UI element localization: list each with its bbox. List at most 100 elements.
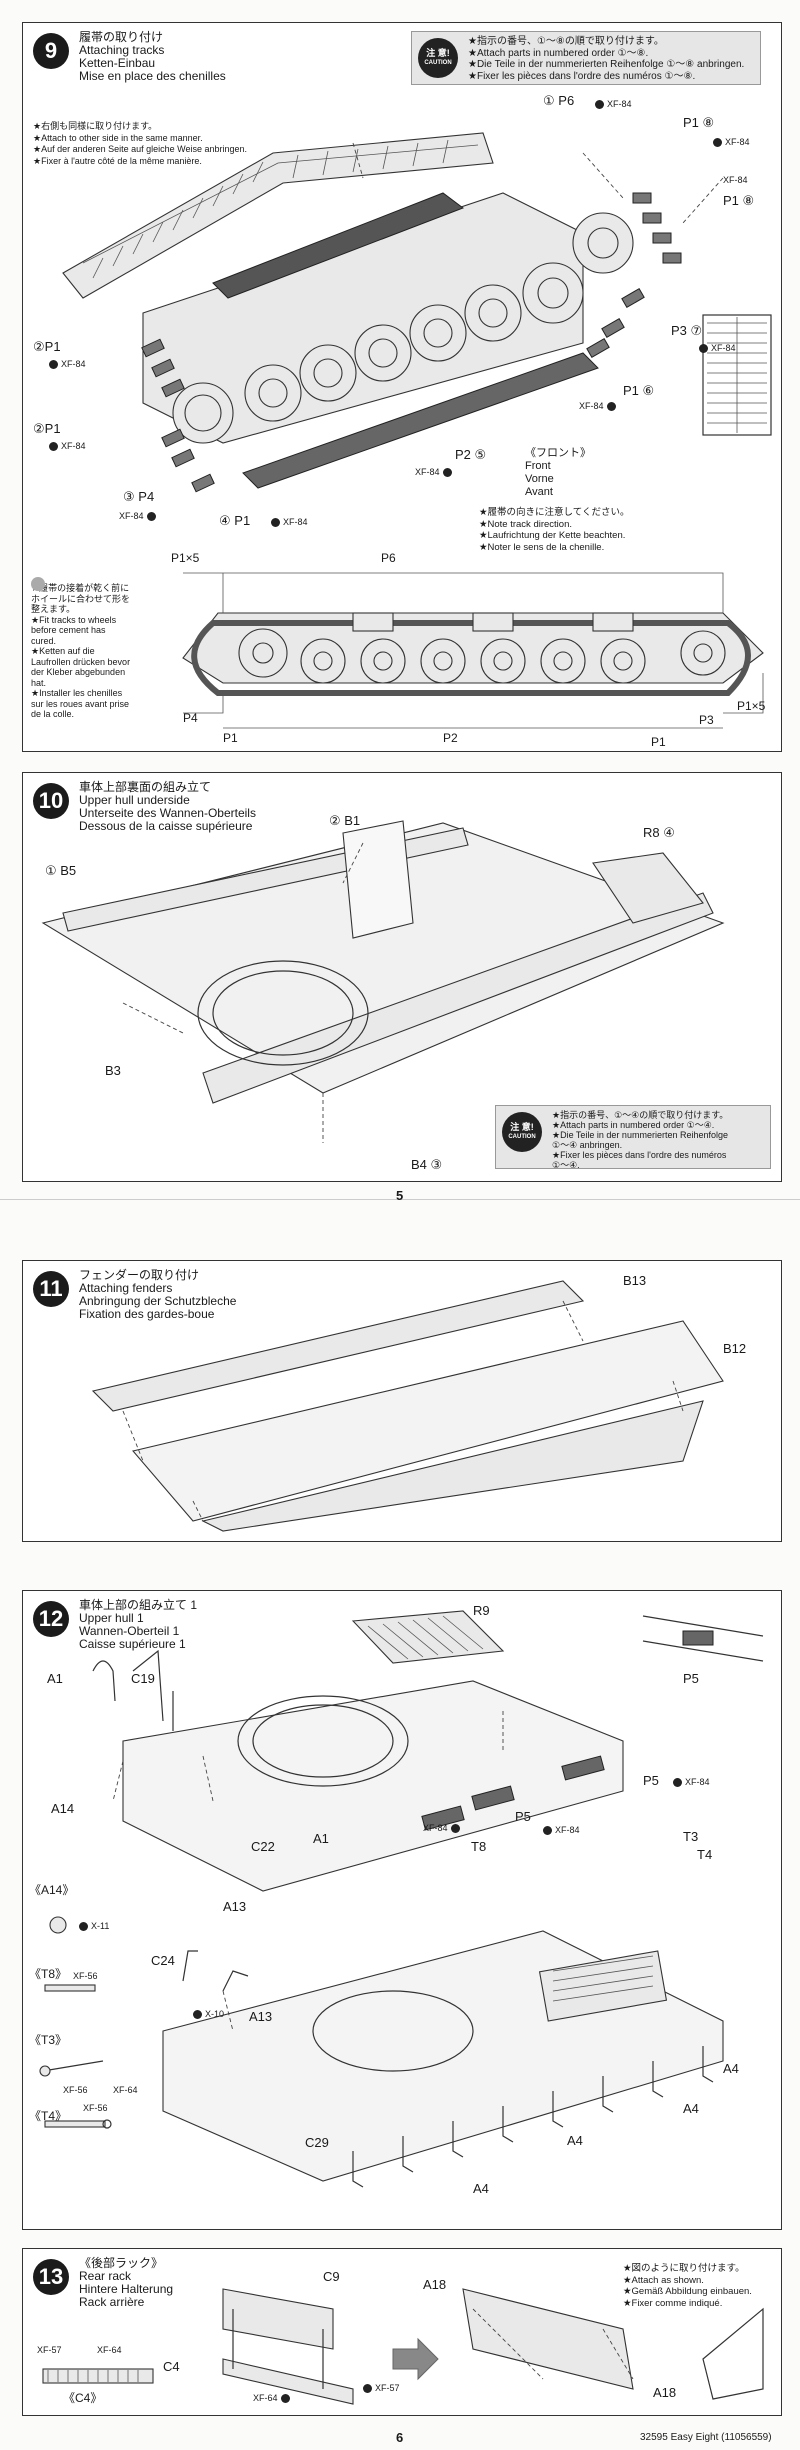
caution-icon: 注 意!CAUTION xyxy=(502,1112,542,1152)
label-c19: C19 xyxy=(131,1671,155,1686)
label-p1-side2: P1 xyxy=(651,735,666,749)
paint-callout: XF-84 xyxy=(119,511,156,521)
instruction-page-5: 9 履帯の取り付け Attaching tracks Ketten-Einbau… xyxy=(0,0,800,1203)
track-assembly-diagram xyxy=(62,132,772,493)
caution-box: 注 意!CAUTION ★指示の番号、①～④の順で取り付けます。★Attach … xyxy=(495,1105,771,1170)
paint-callout: XF-56 xyxy=(83,2103,108,2113)
label-a18: A18 xyxy=(423,2277,447,2292)
paint-dot-icon xyxy=(595,99,604,109)
label-a1: A1 xyxy=(47,1671,63,1686)
paint-dot-icon xyxy=(442,467,452,477)
gray-dot-icon xyxy=(31,577,45,591)
paint-callout: XF-84 xyxy=(49,441,86,451)
paint-callout: X-10 xyxy=(193,2009,224,2019)
label-p4-side: P4 xyxy=(183,711,198,725)
paint-dot-icon xyxy=(363,2383,372,2393)
caution-icon: 注 意!CAUTION xyxy=(418,38,458,78)
label-p6-side: P6 xyxy=(381,551,396,565)
label-p5-inset: P5 xyxy=(683,1671,699,1686)
paint-dot-icon xyxy=(146,511,156,521)
label-c29: C29 xyxy=(305,2135,329,2150)
page-number: 5 xyxy=(396,1188,404,1203)
direction-note: ★履帯の向きに注意してください。 ★Note track direction. … xyxy=(479,507,630,553)
caution-box: 注 意!CAUTION ★指示の番号、①～⑧の順で取り付けます。 ★Attach… xyxy=(411,31,761,85)
page-number: 6 xyxy=(396,2430,404,2445)
label-p4-3: ③ P4 xyxy=(123,489,155,504)
paint-dot-icon xyxy=(606,401,616,411)
label-a4d: A4 xyxy=(473,2181,489,2196)
label-a14: A14 xyxy=(51,1801,75,1816)
front-label: 《フロント》 Front Vorne Avant xyxy=(525,447,591,498)
paint-callout: XF-84 xyxy=(713,137,750,147)
instruction-page-6: 11 フェンダーの取り付け Attaching fenders Anbringu… xyxy=(0,1200,800,2450)
label-p6-1: ① P6 xyxy=(543,93,575,108)
paint-callout: XF-84 xyxy=(699,343,736,353)
footer-code: 32595 Easy Eight (11056559) xyxy=(640,2432,772,2443)
paint-dot-icon xyxy=(673,1777,682,1787)
label-p2-side: P2 xyxy=(443,731,458,745)
step-number: 11 xyxy=(33,1271,69,1307)
label-t4: T4 xyxy=(697,1847,713,1862)
label-t3: T3 xyxy=(683,1829,699,1844)
label-r8: R8 ④ xyxy=(643,825,675,840)
paint-callout: XF-84 xyxy=(543,1825,580,1835)
label-a1b: A1 xyxy=(313,1831,329,1846)
paint-dot-icon xyxy=(49,441,58,451)
fenders-diagram xyxy=(91,1280,724,1532)
paint-dot-icon xyxy=(49,359,58,369)
inset-t4: 《T4》 xyxy=(29,2109,68,2123)
paint-callout: XF-84 xyxy=(673,1777,710,1787)
paint-callout: XF-56 xyxy=(63,2085,88,2095)
label-b13: B13 xyxy=(623,1273,647,1288)
paint-callout: XF-84 xyxy=(415,467,452,477)
paint-callout: XF-84 xyxy=(423,1823,460,1833)
paint-dot-icon xyxy=(79,1921,88,1931)
label-p1-2b: ②P1 xyxy=(33,421,61,436)
step-title: 《後部ラック》 Rear rack Hintere Halterung Rack… xyxy=(79,2256,174,2309)
paint-callout: XF-64 xyxy=(253,2393,290,2403)
label-r9: R9 xyxy=(473,1603,490,1618)
step-9-panel: 9 履帯の取り付け Attaching tracks Ketten-Einbau… xyxy=(22,22,782,752)
label-a4b: A4 xyxy=(683,2101,699,2116)
label-b3: B3 xyxy=(105,1063,121,1078)
step-13-panel: 13 《後部ラック》 Rear rack Hintere Halterung R… xyxy=(22,2248,782,2416)
label-b4: B4 ③ xyxy=(411,1157,443,1172)
label-p1x5b: P1×5 xyxy=(737,699,766,713)
label-p3-side: P3 xyxy=(699,713,714,727)
label-p1-8b: P1 ⑧ xyxy=(723,193,755,208)
paint-callout: XF-56 xyxy=(73,1971,98,1981)
paint-dot-icon xyxy=(271,517,280,527)
upper-hull-diagram xyxy=(39,1610,764,2188)
paint-dot-icon xyxy=(450,1823,460,1833)
step-number: 10 xyxy=(33,783,69,819)
inset-a14: 《A14》 xyxy=(29,1883,75,1897)
paint-callout: XF-84 xyxy=(595,99,632,109)
step-number: 13 xyxy=(33,2259,69,2295)
paint-callout: XF-84 xyxy=(723,175,748,185)
label-p3-7: P3 ⑦ xyxy=(671,323,703,338)
glue-note: ★履帯の接着が乾く前にホイールに合わせて形を整えます。 ★Fit tracks … xyxy=(31,577,161,720)
paint-callout: X-11 xyxy=(79,1921,109,1931)
label-p1-2a: ②P1 xyxy=(33,339,61,354)
paint-dot-icon xyxy=(543,1825,552,1835)
step-number: 9 xyxy=(33,33,69,69)
side-note: ★右側も同様に取り付けます。 ★Attach to other side in … xyxy=(33,121,248,166)
paint-callout: XF-84 xyxy=(579,401,616,411)
inset-t3: 《T3》 xyxy=(29,2033,68,2047)
paint-callout: XF-64 xyxy=(97,2345,122,2355)
step-number: 12 xyxy=(33,1601,69,1637)
label-p1-4: ④ P1 xyxy=(219,513,251,528)
paint-callout: XF-57 xyxy=(37,2345,62,2355)
attach-note: ★図のように取り付けます。★Attach as shown. ★Gemäß Ab… xyxy=(623,2263,752,2309)
label-c4: C4 xyxy=(163,2359,180,2374)
paint-dot-icon xyxy=(713,137,722,147)
paint-dot-icon xyxy=(280,2393,290,2403)
step-title: 車体上部の組み立て 1 Upper hull 1 Wannen-Oberteil… xyxy=(79,1598,198,1651)
label-b5: ① B5 xyxy=(45,863,77,878)
step-11-panel: 11 フェンダーの取り付け Attaching fenders Anbringu… xyxy=(22,1260,782,1542)
label-b12: B12 xyxy=(723,1341,747,1356)
paint-callout: XF-84 xyxy=(49,359,86,369)
step-12-panel: 12 車体上部の組み立て 1 Upper hull 1 Wannen-Obert… xyxy=(22,1590,782,2230)
label-p1-side: P1 xyxy=(223,731,238,745)
label-p2-5: P2 ⑤ xyxy=(455,447,487,462)
